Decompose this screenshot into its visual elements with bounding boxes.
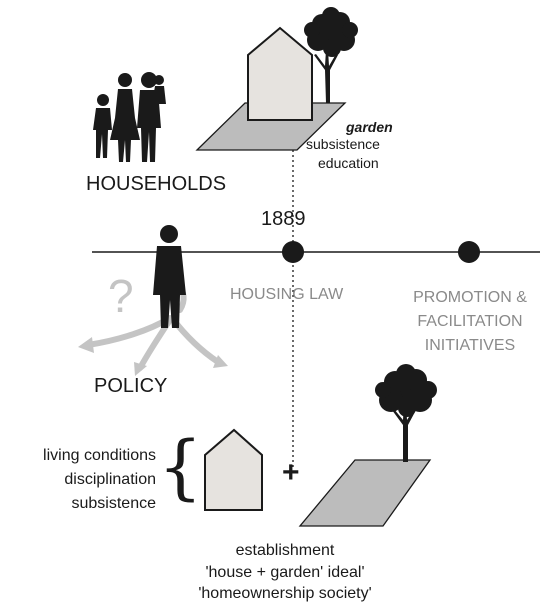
- bottom-caption-line-1: establishment: [235, 542, 335, 559]
- promotion-label: PROMOTION & FACILITATION INITIATIVES: [405, 286, 535, 358]
- promotion-line-3: INITIATIVES: [424, 337, 516, 354]
- timeline-marker-1889: [282, 241, 304, 263]
- housing-law-label: HOUSING LAW: [230, 286, 344, 303]
- plus-symbol: +: [282, 456, 300, 489]
- left-list-item-1: living conditions: [43, 447, 156, 464]
- left-list-item-3: subsistence: [71, 495, 157, 512]
- timeline-marker-promotion: [458, 241, 480, 263]
- bottom-caption-line-3: 'homeownership society': [198, 585, 372, 603]
- policy-label: POLICY: [94, 375, 168, 397]
- family-silhouette-icon: [93, 72, 166, 162]
- education-label: education: [318, 155, 379, 171]
- subsistence-label: subsistence: [306, 136, 380, 152]
- house-icon: [204, 428, 263, 511]
- bottom-caption: establishment 'house + garden' ideal' 'h…: [170, 540, 400, 605]
- tree-icon: [304, 7, 358, 103]
- year-label: 1889: [261, 208, 306, 230]
- house-icon: [247, 26, 313, 121]
- promotion-line-2: FACILITATION: [417, 313, 523, 330]
- garden-label: garden: [346, 119, 393, 135]
- question-mark-label: ?: [108, 270, 134, 322]
- tree-icon: [375, 364, 437, 462]
- left-list-item-2: disciplination: [64, 471, 156, 488]
- standing-person-icon: [153, 225, 186, 328]
- left-list: living conditions disciplination subsist…: [0, 444, 156, 516]
- brace-symbol: {: [158, 426, 203, 508]
- households-label: HOUSEHOLDS: [86, 173, 227, 195]
- garden-ground-bottom: [298, 459, 432, 527]
- arrowheads: [78, 337, 228, 376]
- promotion-line-1: PROMOTION &: [413, 289, 527, 306]
- bottom-caption-line-2: 'house + garden' ideal': [205, 563, 365, 581]
